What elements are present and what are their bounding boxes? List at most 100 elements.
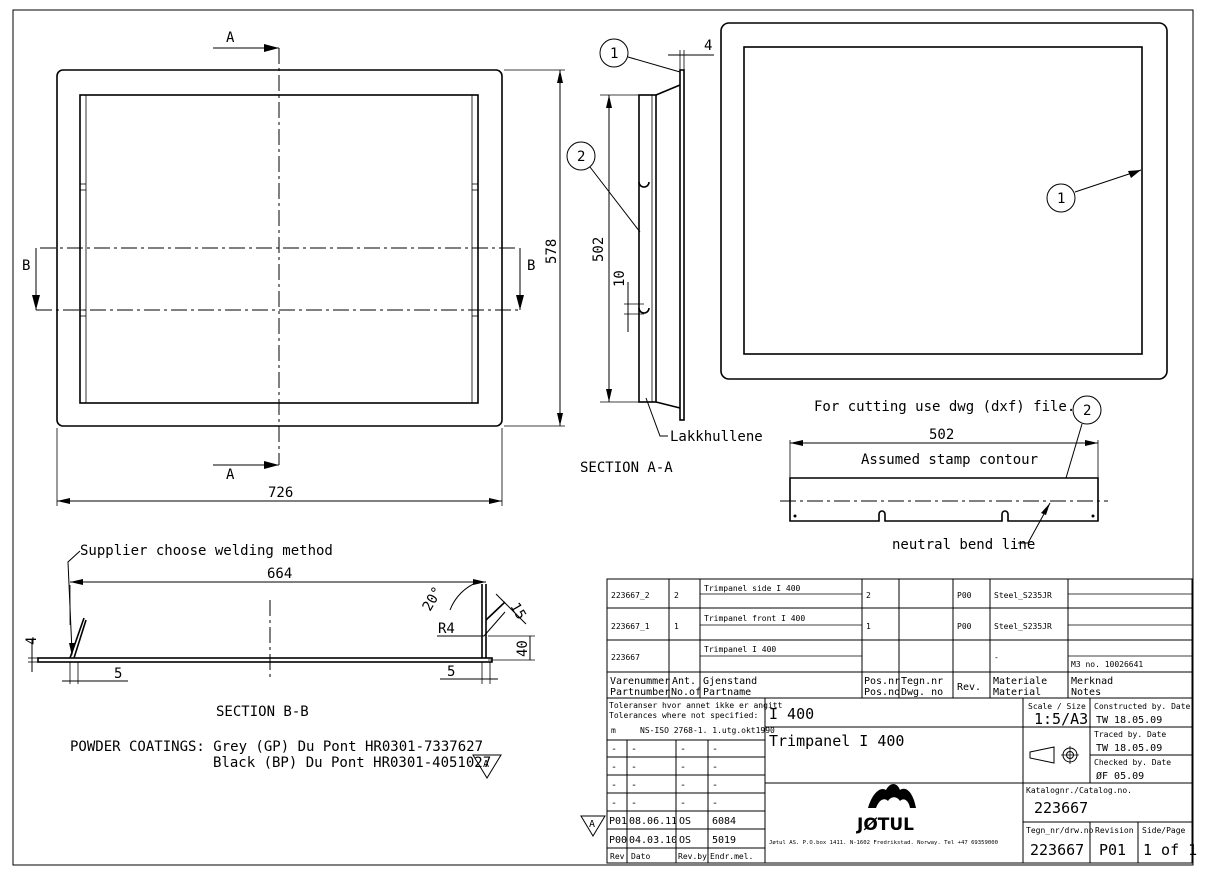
checked-value: ØF 05.09 bbox=[1096, 770, 1144, 782]
label-cutting: For cutting use dwg (dxf) file. bbox=[814, 399, 1075, 415]
rev-5-rev: P01 bbox=[609, 816, 627, 827]
rev-3-ecn: - bbox=[712, 780, 718, 791]
part-2-rev: P00 bbox=[957, 622, 972, 631]
label-welding: Supplier choose welding method bbox=[80, 543, 333, 559]
rev-2-by: - bbox=[680, 762, 686, 773]
dim-bb-40: 40 bbox=[515, 640, 531, 657]
tol-line-2: Tolerances where not specified: bbox=[609, 711, 758, 720]
rev-hdr-date: Dato bbox=[631, 852, 650, 861]
dim-height-578: 578 bbox=[544, 239, 560, 264]
powder-line-1: POWDER COATINGS: Grey (GP) Du Pont HR030… bbox=[70, 739, 483, 755]
hdr-merknad: Merknad bbox=[1071, 676, 1113, 687]
dim-bb-5-left: 5 bbox=[114, 666, 122, 682]
projection-symbol-icon bbox=[1029, 746, 1079, 764]
rev-4-rev: - bbox=[611, 798, 617, 809]
hdr-partname: Partname bbox=[703, 687, 751, 698]
rev-5-date: 08.06.11 bbox=[629, 816, 677, 827]
drawing-border bbox=[12, 9, 1194, 866]
dim-flat-502: 502 bbox=[929, 427, 954, 443]
balloon-2-stamp: 2 bbox=[1083, 403, 1091, 419]
part-2-pos: 1 bbox=[866, 622, 871, 631]
rev-3-rev: - bbox=[611, 780, 617, 791]
section-mark-b-right: B bbox=[527, 258, 535, 274]
tol-std: NS-ISO 2768-1. 1.utg.okt1990 bbox=[640, 726, 775, 735]
part-2-name: Trimpanel front I 400 bbox=[704, 614, 805, 623]
hdr-gjenstand: Gjenstand bbox=[703, 676, 757, 687]
dim-aa-10: 10 bbox=[612, 270, 628, 287]
rev-triangle-block: A bbox=[589, 819, 595, 830]
constructed-value: TW 18.05.09 bbox=[1096, 715, 1162, 726]
catalog-label: Katalognr./Catalog.no. bbox=[1026, 786, 1132, 795]
dim-width-726: 726 bbox=[268, 485, 293, 501]
part-2-qty: 1 bbox=[674, 622, 679, 631]
hdr-material: Material bbox=[993, 687, 1041, 698]
tol-line-1: Toleranser hvor annet ikke er angitt bbox=[609, 701, 783, 710]
powder-coatings-note: POWDER COATINGS: Grey (GP) Du Pont HR030… bbox=[70, 739, 502, 779]
dim-bb-angle: 20° bbox=[420, 584, 447, 614]
rev-5-ecn: 6084 bbox=[712, 816, 736, 827]
tol-class: m bbox=[611, 726, 616, 735]
part-3-number: 223667 bbox=[611, 653, 640, 662]
rev-hdr-by: Rev.by bbox=[678, 852, 707, 861]
dim-bb-15: 15 bbox=[507, 600, 529, 623]
section-b-b-view: 664 5 5 4 40 15 20° R4 Supplier choose bbox=[24, 543, 535, 720]
checked-label: Checked by. Date bbox=[1094, 758, 1171, 767]
hdr-noof: No.of bbox=[671, 687, 701, 698]
section-mark-b-left: B bbox=[22, 258, 30, 274]
part-3-material: - bbox=[994, 653, 999, 662]
rev-6-ecn: 5019 bbox=[712, 835, 736, 846]
rev-6-by: OS bbox=[679, 835, 691, 846]
rev-2-date: - bbox=[631, 762, 637, 773]
part-2-number: 223667_1 bbox=[611, 622, 650, 631]
traced-label: Traced by. Date bbox=[1094, 730, 1166, 739]
dim-bb-664: 664 bbox=[267, 566, 292, 582]
drawing-title-2: Trimpanel I 400 bbox=[769, 732, 904, 750]
rev-6-rev: P00 bbox=[609, 835, 627, 846]
part-1-rev: P00 bbox=[957, 591, 972, 600]
dim-bb-5-right: 5 bbox=[447, 664, 455, 680]
rev-6-date: 04.03.10 bbox=[629, 835, 677, 846]
revision-label: Revision bbox=[1095, 826, 1134, 835]
rev-4-date: - bbox=[631, 798, 637, 809]
title-block: 223667_2 2 Trimpanel side I 400 2 P00 St… bbox=[580, 578, 1197, 864]
dim-bb-r4: R4 bbox=[438, 621, 455, 637]
rev-hdr-ecn: Endr.mel. bbox=[710, 852, 753, 861]
label-lakkhullene: Lakkhullene bbox=[670, 429, 763, 445]
dwgno-label: Tegn_nr/drw.no bbox=[1026, 826, 1094, 835]
rev-3-by: - bbox=[680, 780, 686, 791]
company-address: Jøtul AS. P.O.box 1411. N-1602 Fredrikst… bbox=[769, 840, 998, 846]
rev-1-rev: - bbox=[611, 744, 617, 755]
logo-text: JØTUL bbox=[856, 815, 914, 835]
scale-value: 1:5/A3 bbox=[1034, 710, 1088, 728]
revision-value: P01 bbox=[1099, 841, 1126, 859]
drawing-title-1: I 400 bbox=[769, 705, 814, 723]
hdr-dwgno: Dwg. no bbox=[901, 687, 943, 698]
rev-2-ecn: - bbox=[712, 762, 718, 773]
rev-1-date: - bbox=[631, 744, 637, 755]
stamp-contour-view: 502 Assumed stamp contour 2 neutral bend… bbox=[780, 395, 1108, 553]
balloon-2-section: 2 bbox=[577, 149, 585, 165]
part-3-name: Trimpanel I 400 bbox=[704, 645, 776, 654]
hdr-posno: Pos.no bbox=[864, 687, 900, 698]
part-1-pos: 2 bbox=[866, 591, 871, 600]
label-neutral-bend-line: neutral bend line bbox=[892, 537, 1035, 553]
hdr-partnumber: Partnumber bbox=[610, 687, 670, 698]
section-mark-a-bottom: A bbox=[226, 467, 235, 483]
rev-5-by: OS bbox=[679, 816, 691, 827]
dim-aa-502: 502 bbox=[591, 237, 607, 262]
powder-line-2: Black (BP) Du Pont HR0301-4051027 bbox=[213, 755, 491, 771]
section-a-a-view: 502 10 4 1 2 Lakkhullene SECTION A-A bbox=[566, 38, 763, 476]
catalog-value: 223667 bbox=[1034, 799, 1088, 817]
label-section-bb: SECTION B-B bbox=[216, 704, 309, 720]
sheet-value: 1 of 1 bbox=[1143, 841, 1197, 859]
rev-3-date: - bbox=[631, 780, 637, 791]
part-2-material: Steel_S235JR bbox=[994, 622, 1052, 631]
hdr-posnr: Pos.nr bbox=[864, 676, 900, 687]
front-view: A A B B 726 578 bbox=[22, 30, 565, 506]
jotul-logo: JØTUL bbox=[856, 784, 916, 835]
label-stamp-contour: Assumed stamp contour bbox=[861, 452, 1038, 468]
part-1-number: 223667_2 bbox=[611, 591, 650, 600]
hdr-ant: Ant. bbox=[672, 676, 696, 687]
rev-4-by: - bbox=[680, 798, 686, 809]
